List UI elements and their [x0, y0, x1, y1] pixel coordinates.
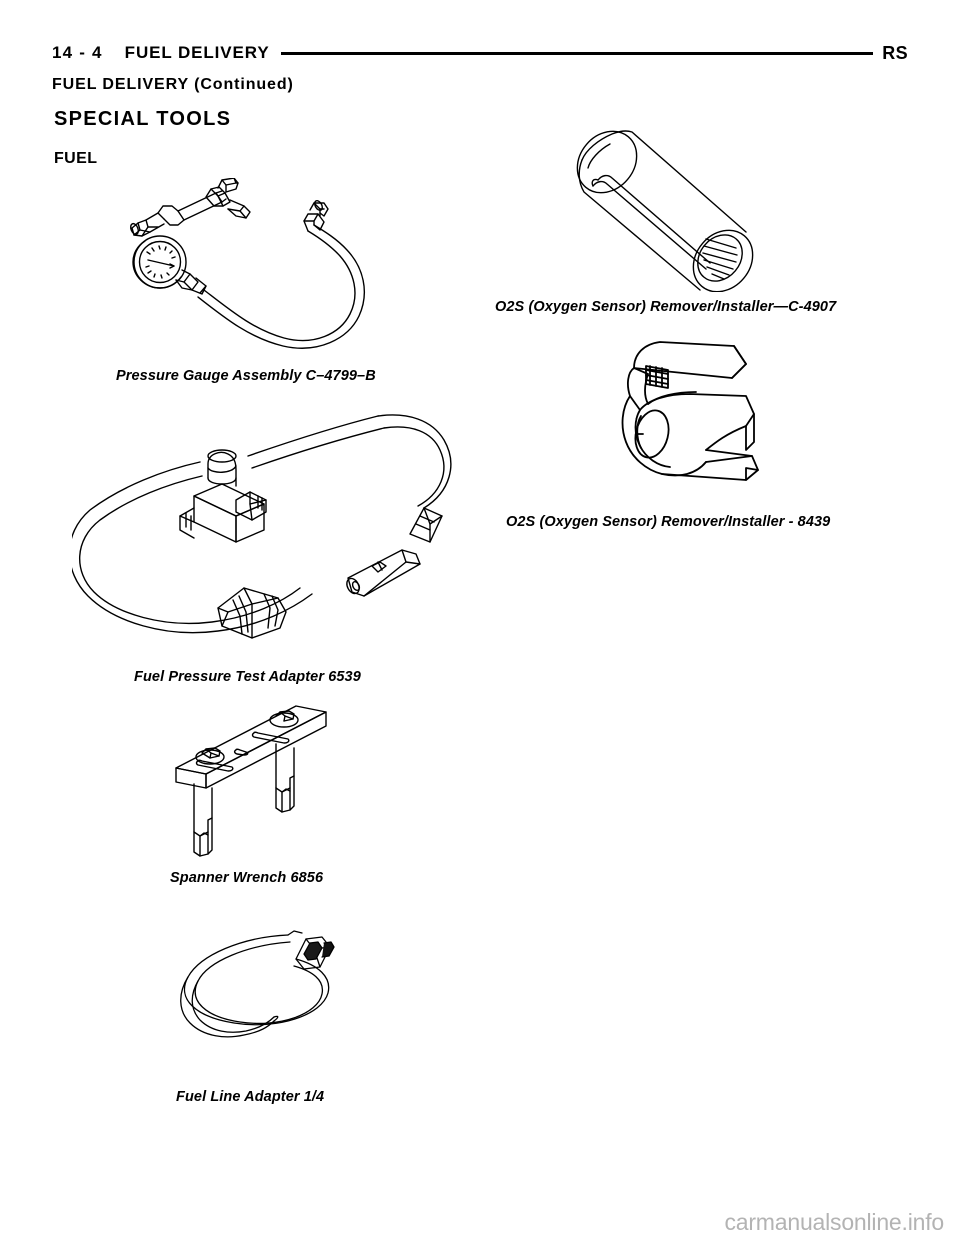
fuel-pressure-test-adapter-illustration	[72, 414, 452, 639]
o2s-socket-tool-illustration	[576, 130, 754, 292]
figure-o2s-remover-c4907	[560, 112, 820, 292]
figure-o2s-remover-8439	[596, 330, 786, 490]
o2s-slotted-socket-tool-illustration	[621, 341, 759, 481]
figure-fuel-line-adapter	[170, 925, 380, 1075]
section-heading-special-tools: SPECIAL TOOLS	[54, 108, 232, 130]
fuel-line-adapter-illustration	[180, 930, 335, 1038]
caption-fuel-pressure-test-adapter: Fuel Pressure Test Adapter 6539	[134, 669, 361, 685]
continued-subheading: FUEL DELIVERY (Continued)	[52, 76, 294, 93]
page-folio: 14 - 4	[52, 43, 103, 62]
header-right-mark: RS	[882, 42, 908, 63]
page-header: 14 - 4 FUEL DELIVERY RS	[52, 40, 908, 66]
header-rule-divider	[280, 51, 874, 55]
caption-o2s-remover-c4907: O2S (Oxygen Sensor) Remover/Installer—C-…	[495, 299, 837, 315]
caption-o2s-remover-8439: O2S (Oxygen Sensor) Remover/Installer - …	[506, 514, 831, 530]
pressure-gauge-assembly-illustration	[130, 178, 366, 349]
page-title: FUEL DELIVERY	[124, 43, 270, 62]
caption-spanner-wrench: Spanner Wrench 6856	[170, 870, 324, 886]
spanner-wrench-illustration	[175, 705, 327, 857]
caption-pressure-gauge-assembly: Pressure Gauge Assembly C–4799–B	[116, 368, 376, 384]
figure-spanner-wrench	[166, 700, 366, 860]
site-watermark: carmanualsonline.info	[724, 1209, 944, 1235]
figure-fuel-pressure-test-adapter	[72, 412, 472, 652]
figure-pressure-gauge-assembly	[118, 178, 398, 358]
section-subheading-fuel: FUEL	[54, 150, 98, 167]
caption-fuel-line-adapter: Fuel Line Adapter 1/4	[176, 1089, 325, 1105]
